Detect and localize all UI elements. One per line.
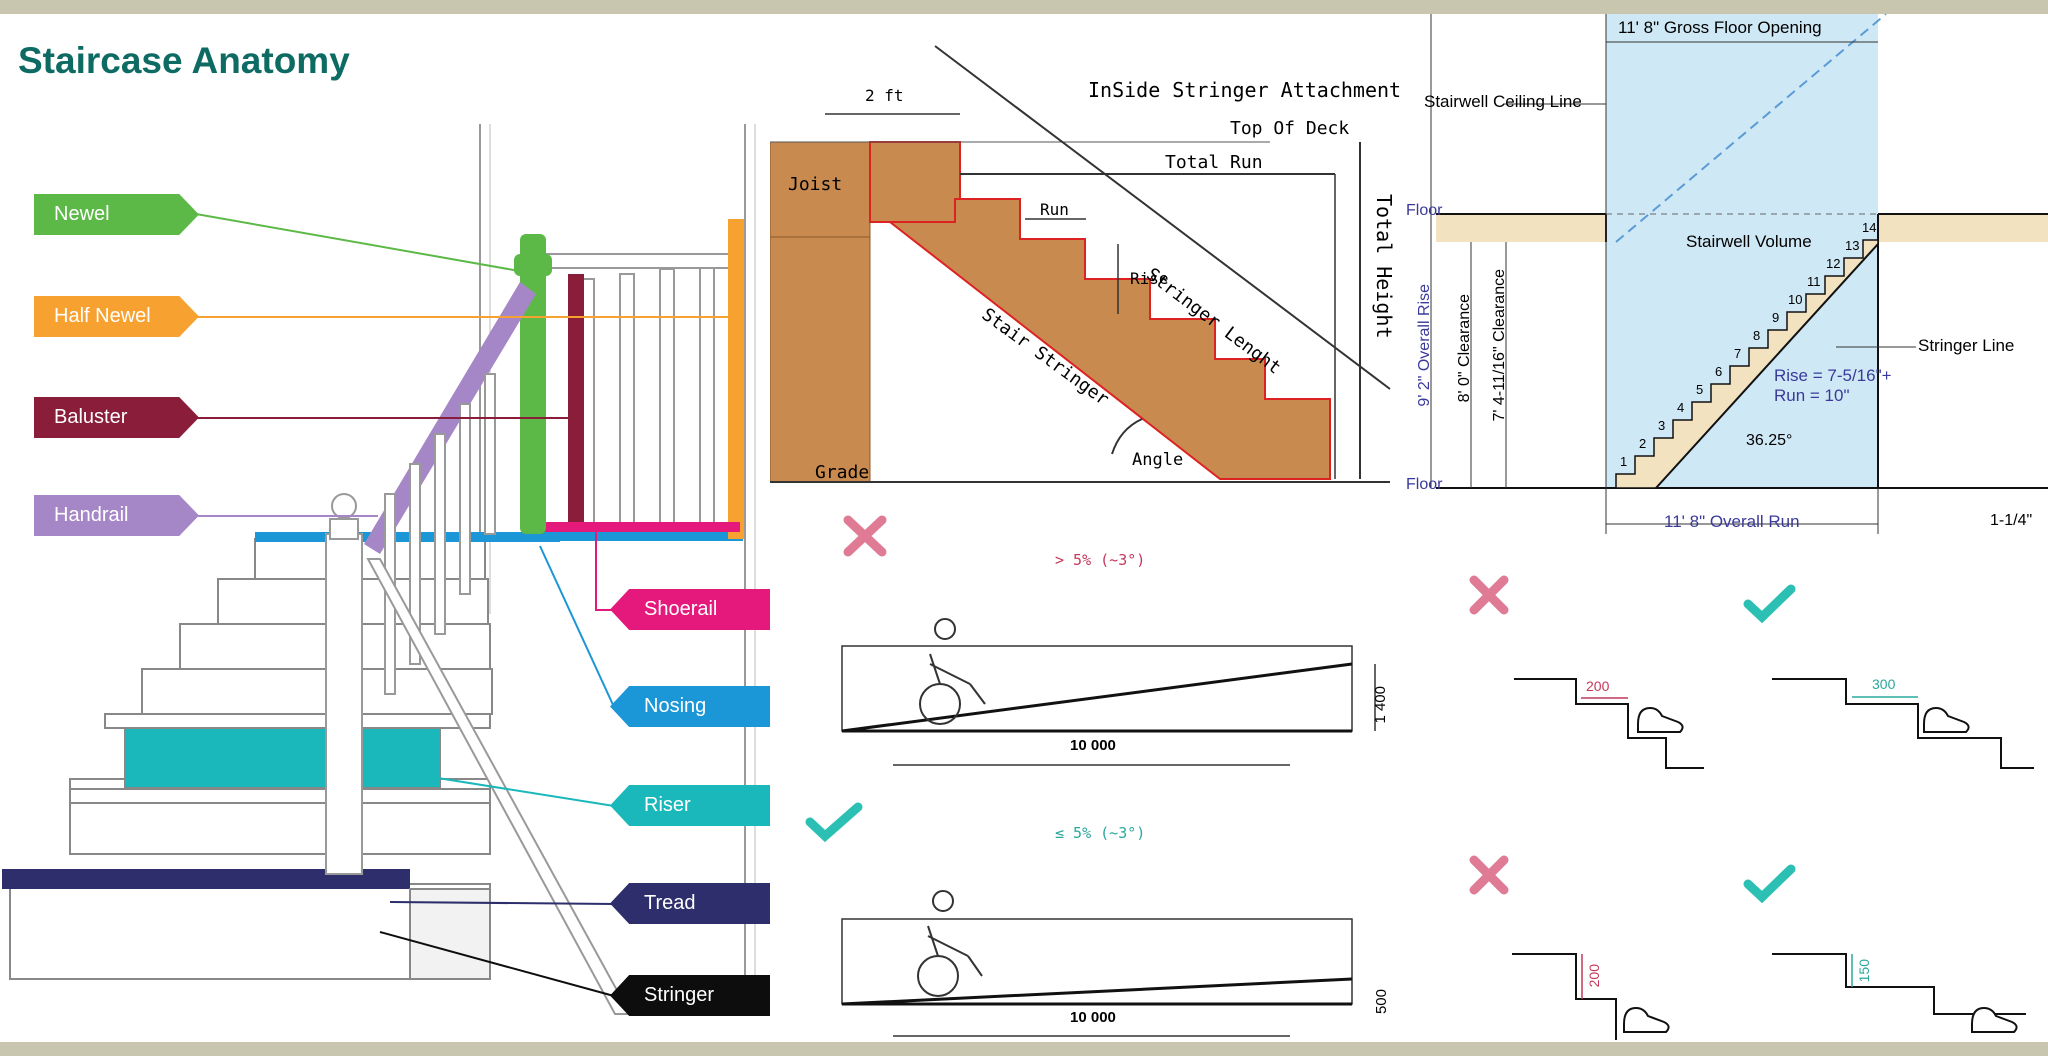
step-number: 4 [1677, 400, 1685, 415]
stairwell-panel: 11' 8" Gross Floor Opening Stairwell Cei… [1406, 14, 2048, 1042]
riser-label: Riser [610, 785, 770, 826]
handrail-label: Handrail [34, 495, 199, 536]
floor-bottom-label: Floor [1406, 476, 1443, 493]
stringer-label: Stringer [610, 975, 770, 1016]
nosing-label: Nosing [610, 686, 770, 727]
top-of-deck-label: Top Of Deck [1230, 118, 1350, 139]
staircase-illustration [2, 124, 756, 1015]
step-rule-diagrams [1469, 575, 2034, 1040]
step-number: 13 [1845, 238, 1860, 253]
floor-top-label: Floor [1406, 202, 1443, 219]
right-riser-dim: 150 [1856, 959, 1872, 983]
ramp-diagrams [805, 515, 1376, 1037]
edge-dim: 1-1/4" [1990, 512, 2033, 529]
total-height-label: Total Height [1372, 194, 1396, 339]
step-number: 10 [1788, 292, 1803, 307]
staircase-anatomy-panel: Staircase Anatomy [0, 14, 770, 1042]
step-number: 11 [1807, 274, 1821, 289]
bottom-ramp-length: 10 000 [1070, 1009, 1116, 1026]
step-number: 9 [1772, 310, 1780, 325]
top-ramp-length: 10 000 [1070, 737, 1116, 754]
wrong-tread-dim: 200 [1586, 678, 1610, 694]
angle-label: Angle [1132, 450, 1184, 470]
grade-label: Grade [815, 462, 870, 483]
baluster-label: Baluster [34, 397, 199, 438]
top-ramp-height: 1 400 [1372, 686, 1389, 724]
shoerail-label: Shoerail [610, 589, 770, 630]
run-eq: Run = 10" [1774, 386, 1850, 405]
ceiling-line-label: Stairwell Ceiling Line [1424, 92, 1582, 111]
angle-36: 36.25° [1746, 432, 1793, 449]
gross-floor-opening: 11' 8" Gross Floor Opening [1618, 18, 1822, 37]
stairwell-volume: Stairwell Volume [1686, 232, 1812, 251]
run-label: Run [1040, 200, 1069, 219]
joist-label: Joist [788, 174, 843, 195]
rise-label: Rise [1130, 269, 1169, 288]
step-number: 8 [1753, 328, 1761, 343]
half-newel-label: Half Newel [34, 296, 199, 337]
step-number: 3 [1658, 418, 1666, 433]
newel-label: Newel [34, 194, 199, 235]
step-number: 7 [1734, 346, 1742, 361]
total-run-label: Total Run [1165, 152, 1263, 173]
top-ramp-slope: > 5% (~3°) [1055, 551, 1146, 569]
step-number: 14 [1862, 220, 1877, 235]
stringer-ramp-panel: InSide Stringer Attachment 2 ft Top Of D… [770, 14, 1406, 1042]
page-title: Staircase Anatomy [18, 40, 350, 81]
step-number: 12 [1826, 256, 1841, 271]
right-tread-dim: 300 [1872, 676, 1896, 692]
bottom-ramp-slope: ≤ 5% (~3°) [1055, 824, 1146, 842]
overall-run: 11' 8" Overall Run [1664, 512, 1800, 531]
two-ft-label: 2 ft [865, 86, 904, 105]
stringer-diagram [770, 45, 1391, 483]
rise-eq: Rise = 7-5/16"+ [1774, 366, 1892, 385]
step-number: 5 [1696, 382, 1704, 397]
stairwell-diagram [1430, 14, 2048, 534]
bottom-ramp-height: 500 [1373, 989, 1390, 1015]
stringer-line-label: Stringer Line [1918, 336, 2015, 355]
tread-label: Tread [610, 883, 770, 924]
wrong-riser-dim: 200 [1586, 964, 1602, 988]
stringer-title: InSide Stringer Attachment [1088, 78, 1402, 102]
step-number: 1 [1620, 454, 1628, 469]
step-number: 6 [1715, 364, 1723, 379]
step-number: 2 [1639, 436, 1647, 451]
